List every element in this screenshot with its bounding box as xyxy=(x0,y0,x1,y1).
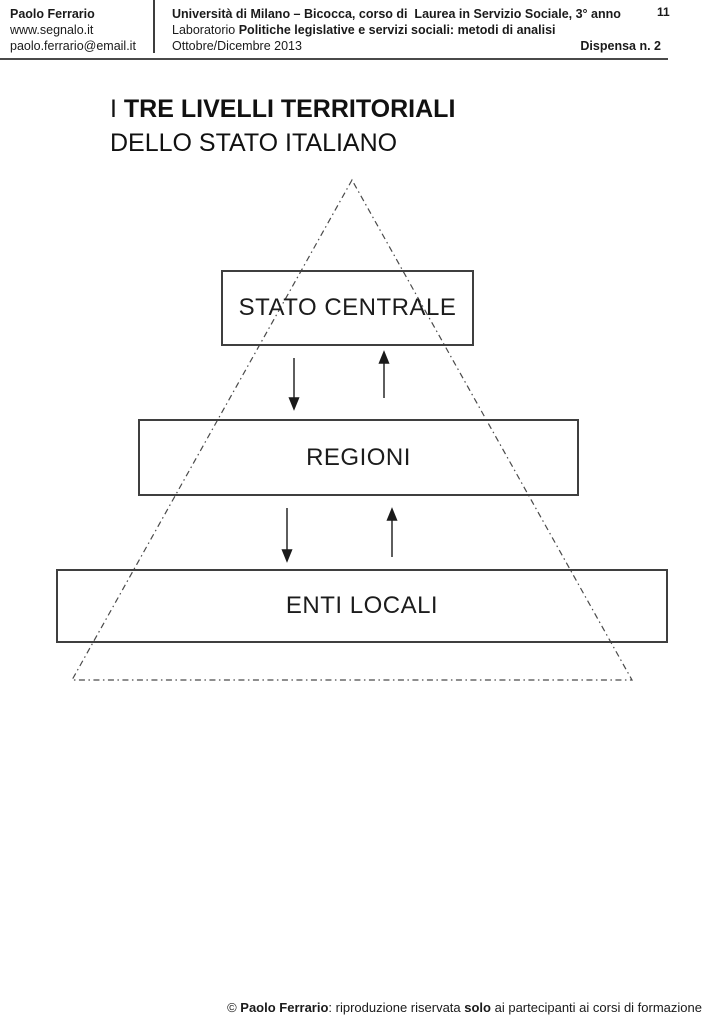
copyright-suffix: ai partecipanti ai corsi di formazione xyxy=(491,1000,702,1015)
copyright-symbol: © xyxy=(227,1000,241,1015)
level-box-enti-locali: ENTI LOCALI xyxy=(56,569,668,643)
copyright-footer: © Paolo Ferrario: riproduzione riservata… xyxy=(227,1000,702,1015)
copyright-middle: : riproduzione riservata xyxy=(328,1000,465,1015)
header-horizontal-rule xyxy=(0,58,668,60)
course-line1: Università di Milano – Bicocca, corso di… xyxy=(172,7,621,21)
author-website: www.segnalo.it xyxy=(10,23,94,37)
author-name: Paolo Ferrario xyxy=(10,7,95,21)
header-vertical-divider xyxy=(153,0,155,53)
course-line2: Laboratorio Politiche legislative e serv… xyxy=(172,22,661,38)
page-number: 11 xyxy=(657,5,670,19)
course-issue: Dispensa n. 2 xyxy=(580,39,661,53)
level-label-stato-centrale: STATO CENTRALE xyxy=(238,294,457,321)
header-author-block: Paolo Ferrario www.segnalo.it paolo.ferr… xyxy=(10,6,136,54)
arrow-up-regions-to-state-head xyxy=(378,350,390,364)
course-line3: Ottobre/Dicembre 2013 Dispensa n. 2 xyxy=(172,38,661,54)
header-course-block: Università di Milano – Bicocca, corso di… xyxy=(172,6,661,54)
copyright-author: Paolo Ferrario xyxy=(240,1000,329,1015)
copyright-solo: solo xyxy=(464,1000,491,1015)
arrow-up-local-to-regions-head xyxy=(386,507,398,521)
level-label-regioni: REGIONI xyxy=(306,443,411,471)
level-box-regioni: REGIONI xyxy=(138,419,579,496)
page-title-line2: DELLO STATO ITALIANO xyxy=(110,129,398,157)
level-box-stato-centrale: STATO CENTRALE xyxy=(221,270,474,346)
arrow-down-regions-to-local-head xyxy=(281,549,293,563)
level-label-enti-locali: ENTI LOCALI xyxy=(285,592,439,619)
author-email: paolo.ferrario@email.it xyxy=(10,39,136,53)
page-title-line1-bold: TRE LIVELLI TERRITORIALI xyxy=(123,95,456,123)
page-title-line1: I TRE LIVELLI TERRITORIALI xyxy=(110,92,455,126)
course-line2-bold: Politiche legislative e servizi sociali:… xyxy=(238,23,556,37)
arrow-down-state-to-regions-head xyxy=(288,397,300,411)
course-line2-prefix: Laboratorio xyxy=(172,23,239,37)
page-title: I TRE LIVELLI TERRITORIALI DELLO STATO I… xyxy=(110,92,455,160)
page-title-line1-prefix: I xyxy=(110,95,124,123)
course-period: Ottobre/Dicembre 2013 xyxy=(172,39,302,53)
